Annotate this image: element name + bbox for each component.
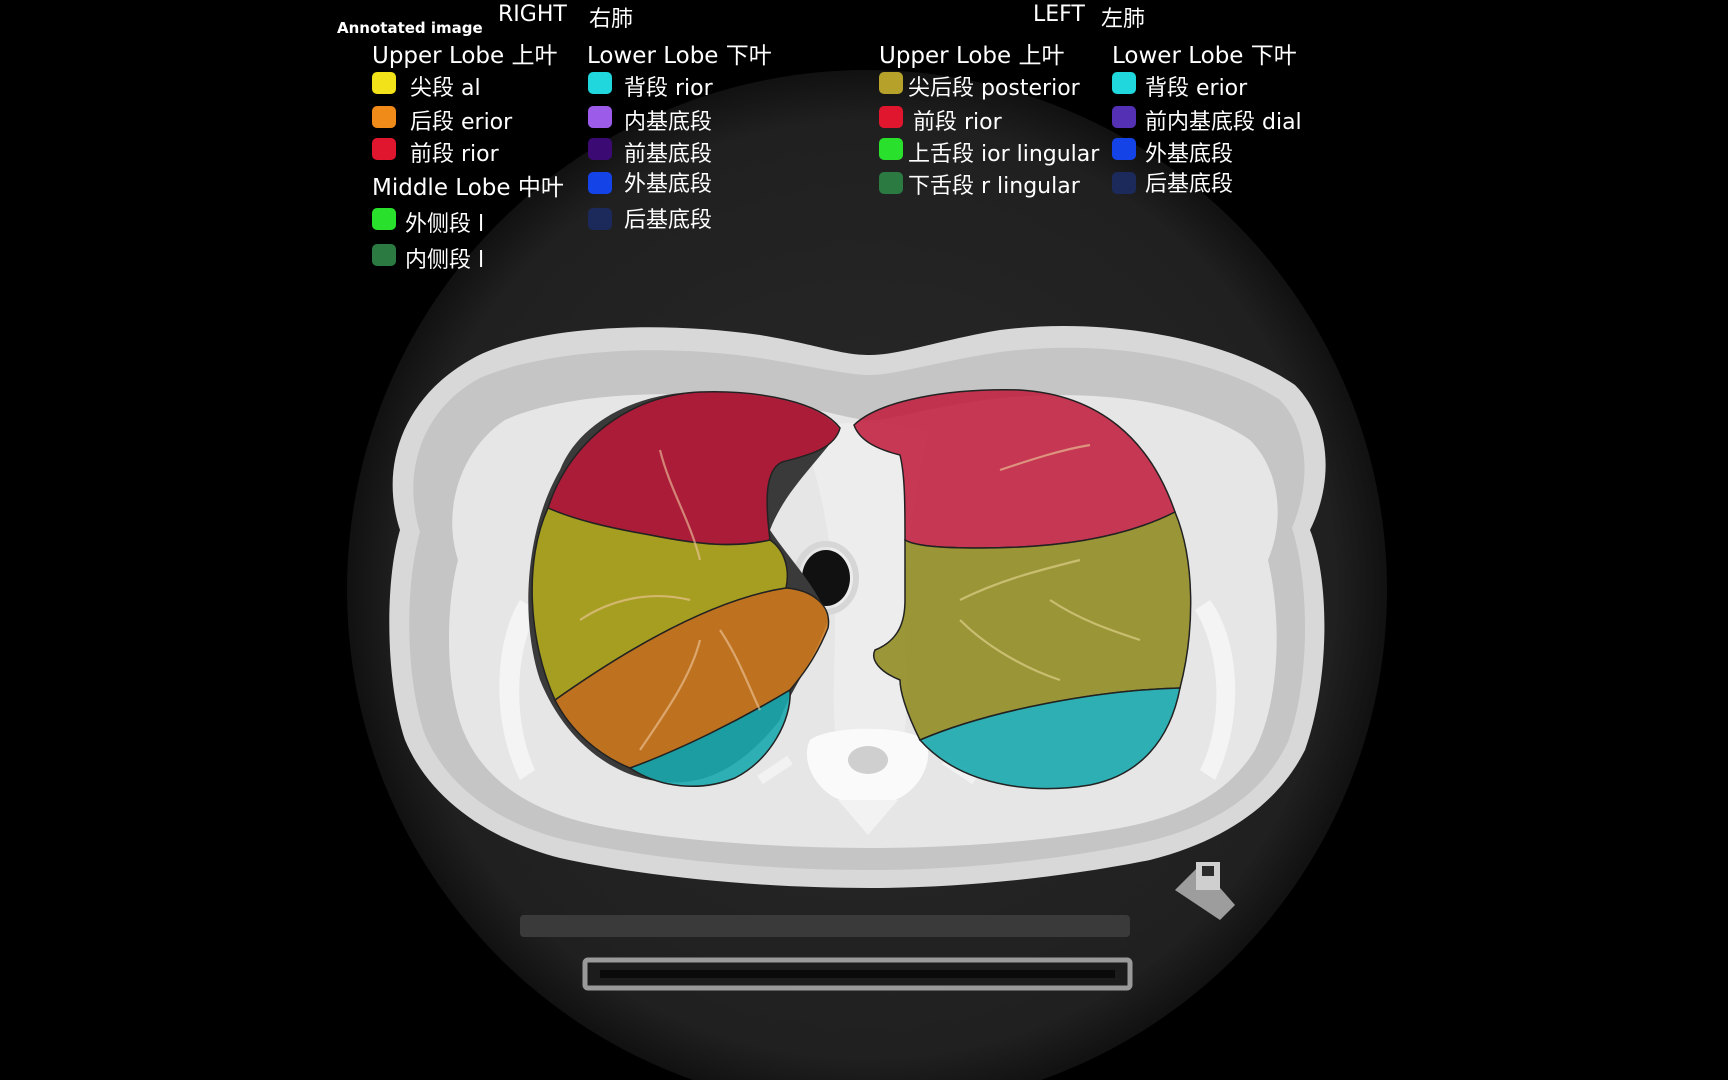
swatch-left-upper-3	[879, 172, 903, 194]
legend-right-upper-2: 前段 rior	[410, 142, 499, 167]
legend-left-lower-1: 前内基底段 dial	[1145, 110, 1302, 135]
right-scapula	[499, 600, 538, 780]
legend-left-lower-0: 背段 erior	[1145, 76, 1248, 101]
swatch-right-upper-0	[372, 72, 396, 94]
right-superior-lower-segment	[628, 688, 791, 787]
right-lower-lobe-label: Lower Lobe 下叶	[587, 43, 772, 69]
scanner-table	[520, 862, 1235, 991]
legend-left-upper-3: 下舌段 r lingular	[908, 174, 1080, 199]
left-title-en: LEFT	[1033, 2, 1085, 27]
left-lung	[853, 389, 1192, 790]
right-title-zh: 右肺	[589, 7, 634, 32]
swatch-left-upper-1	[879, 106, 903, 128]
left-lower-lobe-label: Lower Lobe 下叶	[1112, 43, 1297, 69]
legend-right-lower-4: 后基底段	[624, 208, 713, 233]
legend-right-lower-3: 外基底段	[624, 172, 713, 197]
swatch-left-upper-0	[879, 72, 903, 94]
swatch-right-lower-0	[588, 72, 612, 94]
right-upper-lobe-label: Upper Lobe 上叶	[372, 43, 558, 69]
legend-right-lower-2: 前基底段	[624, 142, 713, 167]
right-lung	[528, 391, 841, 787]
right-posterior-segment	[554, 587, 830, 769]
legend-left-lower-2: 外基底段	[1145, 142, 1234, 167]
legend-right-middle-0: 外侧段 l	[405, 212, 485, 237]
swatch-right-upper-2	[372, 138, 396, 160]
right-title-en: RIGHT	[498, 2, 567, 27]
swatch-right-lower-1	[588, 106, 612, 128]
left-scapula	[1195, 600, 1236, 780]
swatch-left-lower-3	[1112, 172, 1136, 194]
swatch-right-lower-3	[588, 172, 612, 194]
left-upper-lobe-label: Upper Lobe 上叶	[879, 43, 1065, 69]
right-middle-lobe-label: Middle Lobe 中叶	[372, 175, 564, 201]
legend-left-upper-1: 前段 rior	[913, 110, 1002, 135]
swatch-right-middle-0	[372, 208, 396, 230]
swatch-right-upper-1	[372, 106, 396, 128]
legend-left-lower-3: 后基底段	[1145, 172, 1234, 197]
swatch-left-lower-1	[1112, 106, 1136, 128]
left-title-zh: 左肺	[1101, 7, 1146, 32]
swatch-right-lower-2	[588, 138, 612, 160]
swatch-right-lower-4	[588, 208, 612, 230]
caption: Annotated image	[337, 19, 483, 37]
legend-right-lower-0: 背段 rior	[624, 76, 713, 101]
legend-left-upper-2: 上舌段 ior lingular	[908, 142, 1100, 167]
swatch-left-lower-0	[1112, 72, 1136, 94]
left-superior-lower-segment	[918, 687, 1181, 790]
legend-right-upper-0: 尖段 al	[410, 76, 481, 101]
swatch-right-middle-1	[372, 244, 396, 266]
legend-right-lower-1: 内基底段	[624, 110, 713, 135]
swatch-left-upper-2	[879, 138, 903, 160]
legend-left-upper-0: 尖后段 posterior	[908, 76, 1080, 101]
legend-right-middle-1: 内侧段 l	[405, 248, 485, 273]
legend-right-upper-1: 后段 erior	[410, 110, 513, 135]
swatch-left-lower-2	[1112, 138, 1136, 160]
